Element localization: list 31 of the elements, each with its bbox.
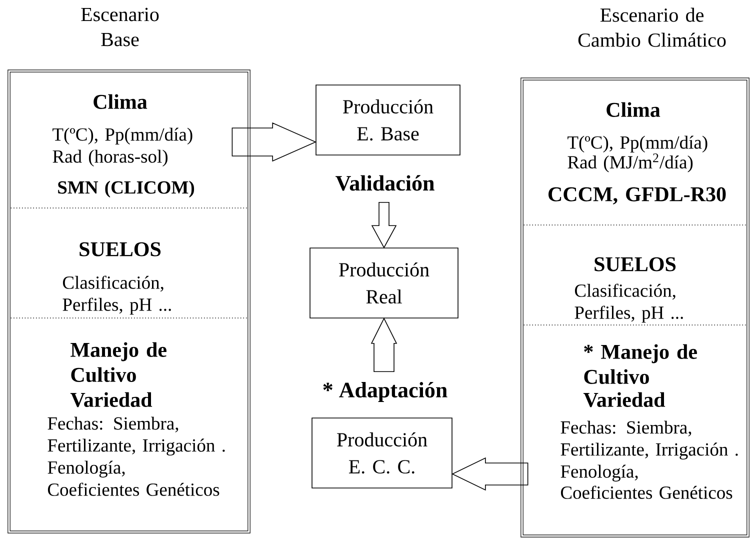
- section-text: Clasificación, Perfiles, pH ...: [574, 284, 683, 323]
- edge-label: Validación: [334, 174, 436, 192]
- section-heading: * Manejo de Cultivo: [584, 344, 697, 384]
- section-text: Clasificación, Perfiles, pH ...: [62, 276, 171, 315]
- section-heading: Clima: [606, 102, 660, 117]
- section-heading: SUELOS: [594, 257, 676, 272]
- block-arrow: [451, 457, 528, 491]
- section-text: Coeficientes Genéticos: [48, 482, 220, 496]
- section-heading: Variedad: [583, 392, 666, 408]
- section-text: Fenología,: [48, 460, 125, 478]
- edge-label: * Adaptación: [321, 381, 449, 403]
- section-heading: Variedad: [70, 392, 152, 408]
- section-text: T(ºC), Pp(mm/día) Rad (horas-sol): [52, 128, 192, 166]
- section-heading: Clima: [94, 94, 148, 109]
- data-source: SMN (CLICOM): [58, 180, 194, 198]
- section-heading: Manejo de Cultivo: [70, 342, 166, 382]
- section-text: Fechas: Siembra, Fertilizante, Irrigación .: [48, 416, 225, 456]
- section-text: Coeficientes Genéticos: [560, 486, 732, 499]
- block-arrow: [232, 122, 317, 162]
- data-source: CCCM, GFDL-R30: [548, 187, 726, 204]
- process-box: Producción E. C. C.: [312, 418, 452, 488]
- block-arrow: [370, 318, 398, 372]
- block-arrow: [371, 202, 397, 248]
- section-heading: SUELOS: [80, 242, 161, 256]
- process-box: Producción Real: [310, 248, 458, 318]
- panel-heading: Escenario Base: [81, 8, 159, 46]
- process-box: Producción E. Base: [316, 84, 460, 156]
- section-text: T(ºC), Pp(mm/día) Rad (MJ/m$^{2}$/día): [568, 136, 708, 172]
- section-text: Fechas: Siembra, Fertilizante, Irrigación .: [560, 420, 738, 460]
- section-text: Fenología,: [560, 464, 638, 482]
- panel-heading: Escenario de Cambio Climático: [578, 8, 726, 47]
